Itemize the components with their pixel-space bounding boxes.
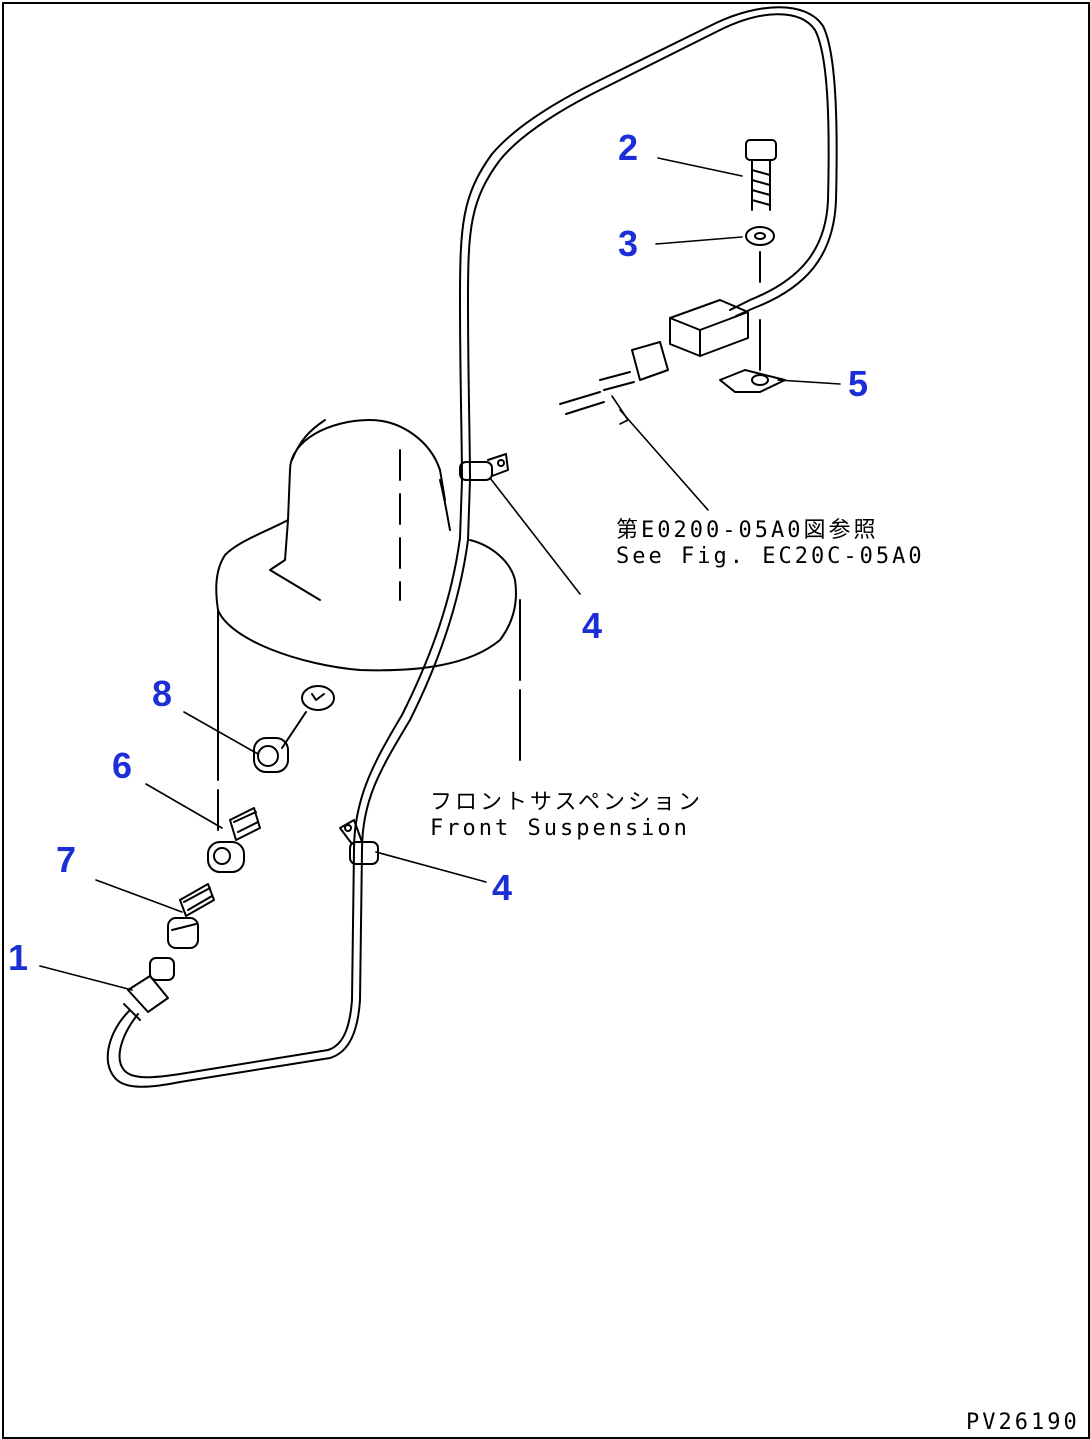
callout-7: 7 (56, 839, 77, 880)
plug-8 (253, 685, 335, 773)
bracket-5 (719, 369, 786, 393)
callout-4-lower: 4 (492, 867, 513, 908)
suspension-housing (215, 419, 521, 831)
reference-note-jp: 第E0200-05A0図参照 (616, 518, 879, 543)
bolt-2 (745, 139, 777, 211)
connector (559, 299, 749, 415)
clamp-lower (339, 819, 379, 865)
callout-6: 6 (112, 745, 133, 786)
reference-note: 第E0200-05A0図参照 See Fig. EC20C-05A0 (616, 518, 925, 570)
callout-4-upper: 4 (582, 605, 603, 646)
component-label-jp: フロントサスペンション (430, 790, 704, 815)
leader-lines (39, 157, 841, 991)
drawing-code: PV26190 (966, 1410, 1080, 1435)
bolt-6 (207, 807, 261, 873)
sensor-1 (123, 957, 175, 1021)
component-label: フロントサスペンション Front Suspension (430, 790, 703, 842)
component-label-en: Front Suspension (430, 816, 690, 841)
clamp-upper (459, 453, 509, 481)
callout-8: 8 (152, 673, 173, 714)
washer-3 (745, 226, 775, 371)
callout-3: 3 (618, 223, 639, 264)
adapter-7 (167, 883, 215, 949)
callout-2: 2 (618, 127, 639, 168)
reference-note-en: See Fig. EC20C-05A0 (616, 544, 925, 569)
wiring-harness (106, 6, 838, 1088)
callout-5: 5 (848, 363, 869, 404)
callout-1: 1 (8, 937, 29, 978)
